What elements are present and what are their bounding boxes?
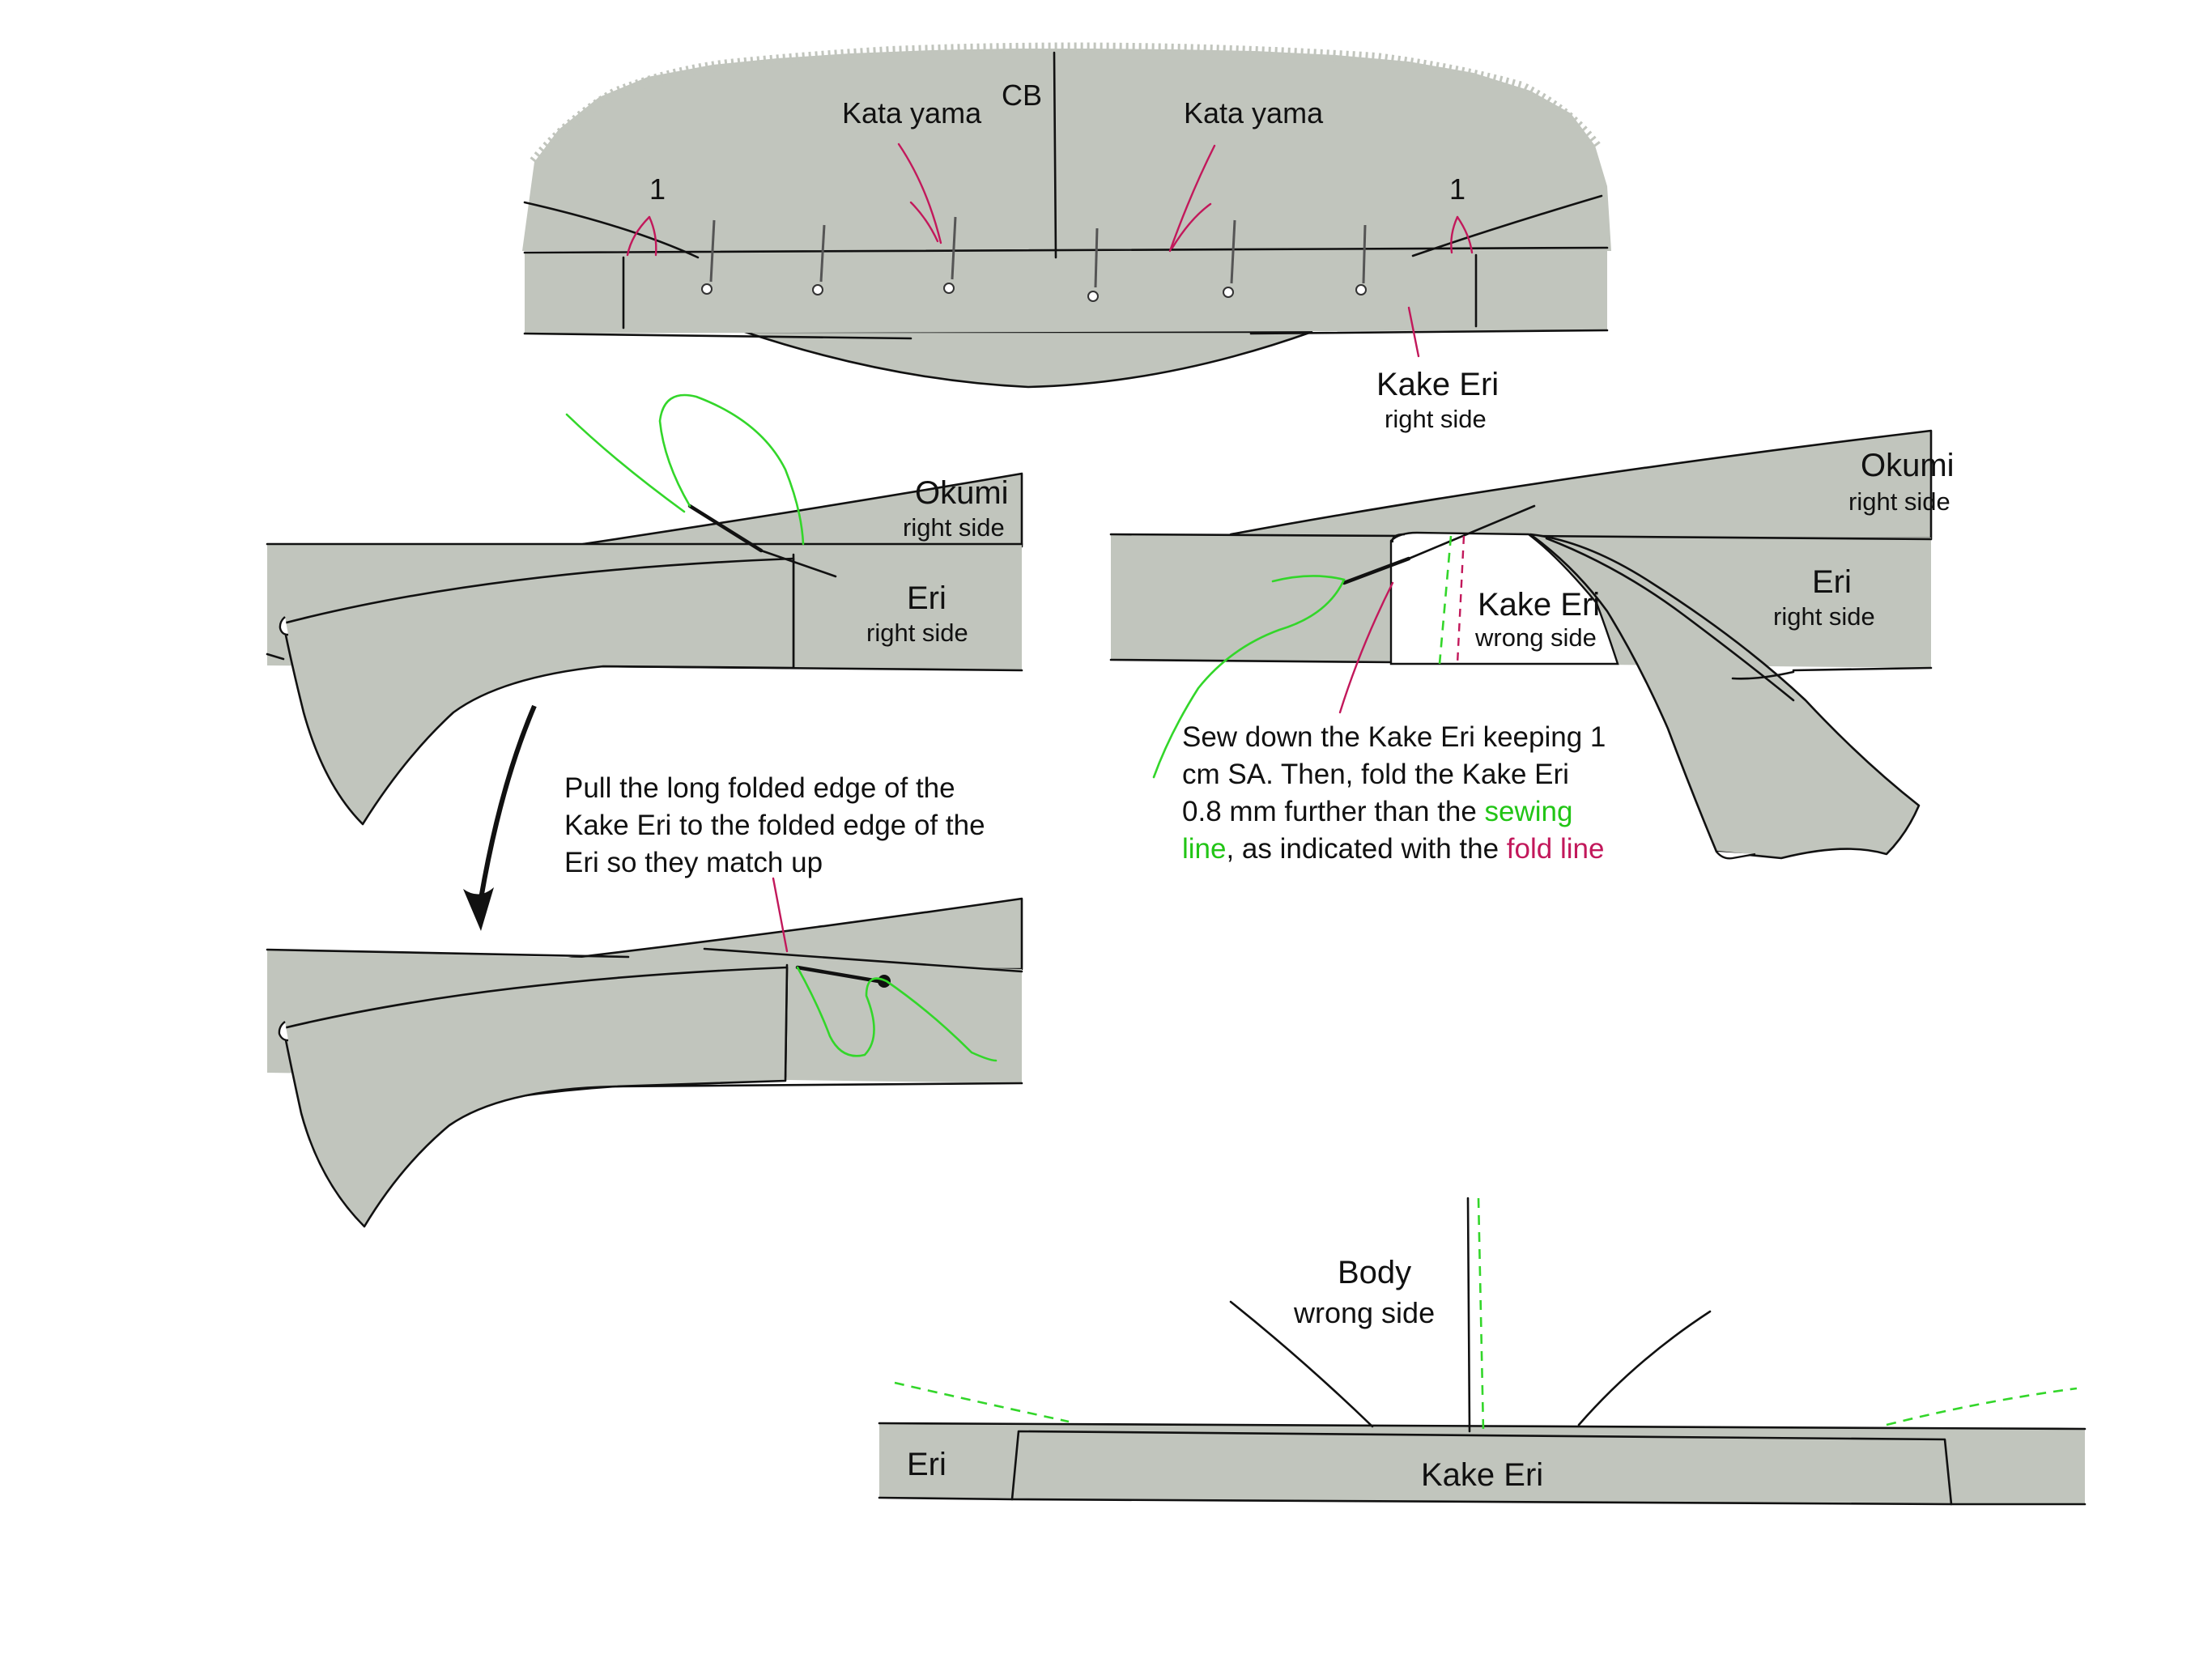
panel-bottom: Body wrong side Eri Kake Eri: [878, 1197, 2087, 1506]
center-back-line: [1053, 51, 1057, 259]
eri-left-sub-label: right side: [866, 619, 968, 647]
kake-eri-top-sub-label: right side: [1385, 405, 1487, 433]
cb-label: CB: [1002, 79, 1042, 112]
sewing-line: [1438, 535, 1453, 665]
one-left-label: 1: [649, 172, 666, 206]
panel-lower-left: [266, 877, 1023, 1228]
arrow-down: [463, 704, 537, 931]
sew-note-line-3: 0.8 mm further than the sewing: [1182, 796, 1572, 827]
kake-eri-bottom-label: Kake Eri: [1421, 1457, 1543, 1493]
panel-mid-left: Okumi right side Eri right side: [266, 393, 1023, 826]
pull-note-line-3: Eri so they match up: [564, 847, 823, 878]
collar-band: [525, 248, 1607, 334]
body-sub-label: wrong side: [1293, 1296, 1435, 1329]
pull-instruction: Pull the long folded edge of the Kake Er…: [564, 772, 985, 878]
eri-bottom-label: Eri: [907, 1447, 946, 1482]
kake-eri-wrong-sub-label: wrong side: [1474, 623, 1597, 652]
fold-line: [1456, 535, 1465, 665]
pull-note-line-1: Pull the long folded edge of the: [564, 772, 955, 804]
collar-bulge: [743, 330, 1313, 389]
pull-note-line-2: Kake Eri to the folded edge of the: [564, 810, 985, 841]
kake-eri-top-label: Kake Eri: [1376, 367, 1499, 402]
kake-eri-wrong-label: Kake Eri: [1478, 587, 1600, 623]
eri-right-sub-label: right side: [1773, 602, 1875, 631]
sew-note-line-2: cm SA. Then, fold the Kake Eri: [1182, 759, 1569, 790]
body-label: Body: [1338, 1255, 1411, 1290]
kake-eri-strip: [1010, 1430, 1953, 1506]
sew-note-line-1: Sew down the Kake Eri keeping 1: [1182, 721, 1606, 753]
sew-instruction: Sew down the Kake Eri keeping 1 cm SA. T…: [1182, 721, 1606, 865]
panel-mid-right: Okumi right side Eri right side Kake Eri…: [1109, 429, 1955, 860]
body-fabric: [522, 49, 1611, 251]
sew-note-line-4: line, as indicated with the fold line: [1182, 833, 1604, 865]
one-right-label: 1: [1449, 172, 1465, 206]
pins: [701, 216, 1367, 302]
okumi-left-label: Okumi: [915, 475, 1009, 511]
okumi-left-sub-label: right side: [903, 513, 1005, 542]
eri-right-label: Eri: [1812, 564, 1852, 600]
kata-yama-right-label: Kata yama: [1184, 96, 1324, 130]
panel-top-body-collar: CB Kata yama Kata yama 1 1 Kake Eri righ…: [522, 42, 1611, 433]
eri-left-label: Eri: [907, 580, 946, 616]
okumi-right-label: Okumi: [1861, 448, 1955, 483]
okumi-right-sub-label: right side: [1848, 487, 1950, 516]
kata-yama-left-label: Kata yama: [842, 96, 982, 130]
